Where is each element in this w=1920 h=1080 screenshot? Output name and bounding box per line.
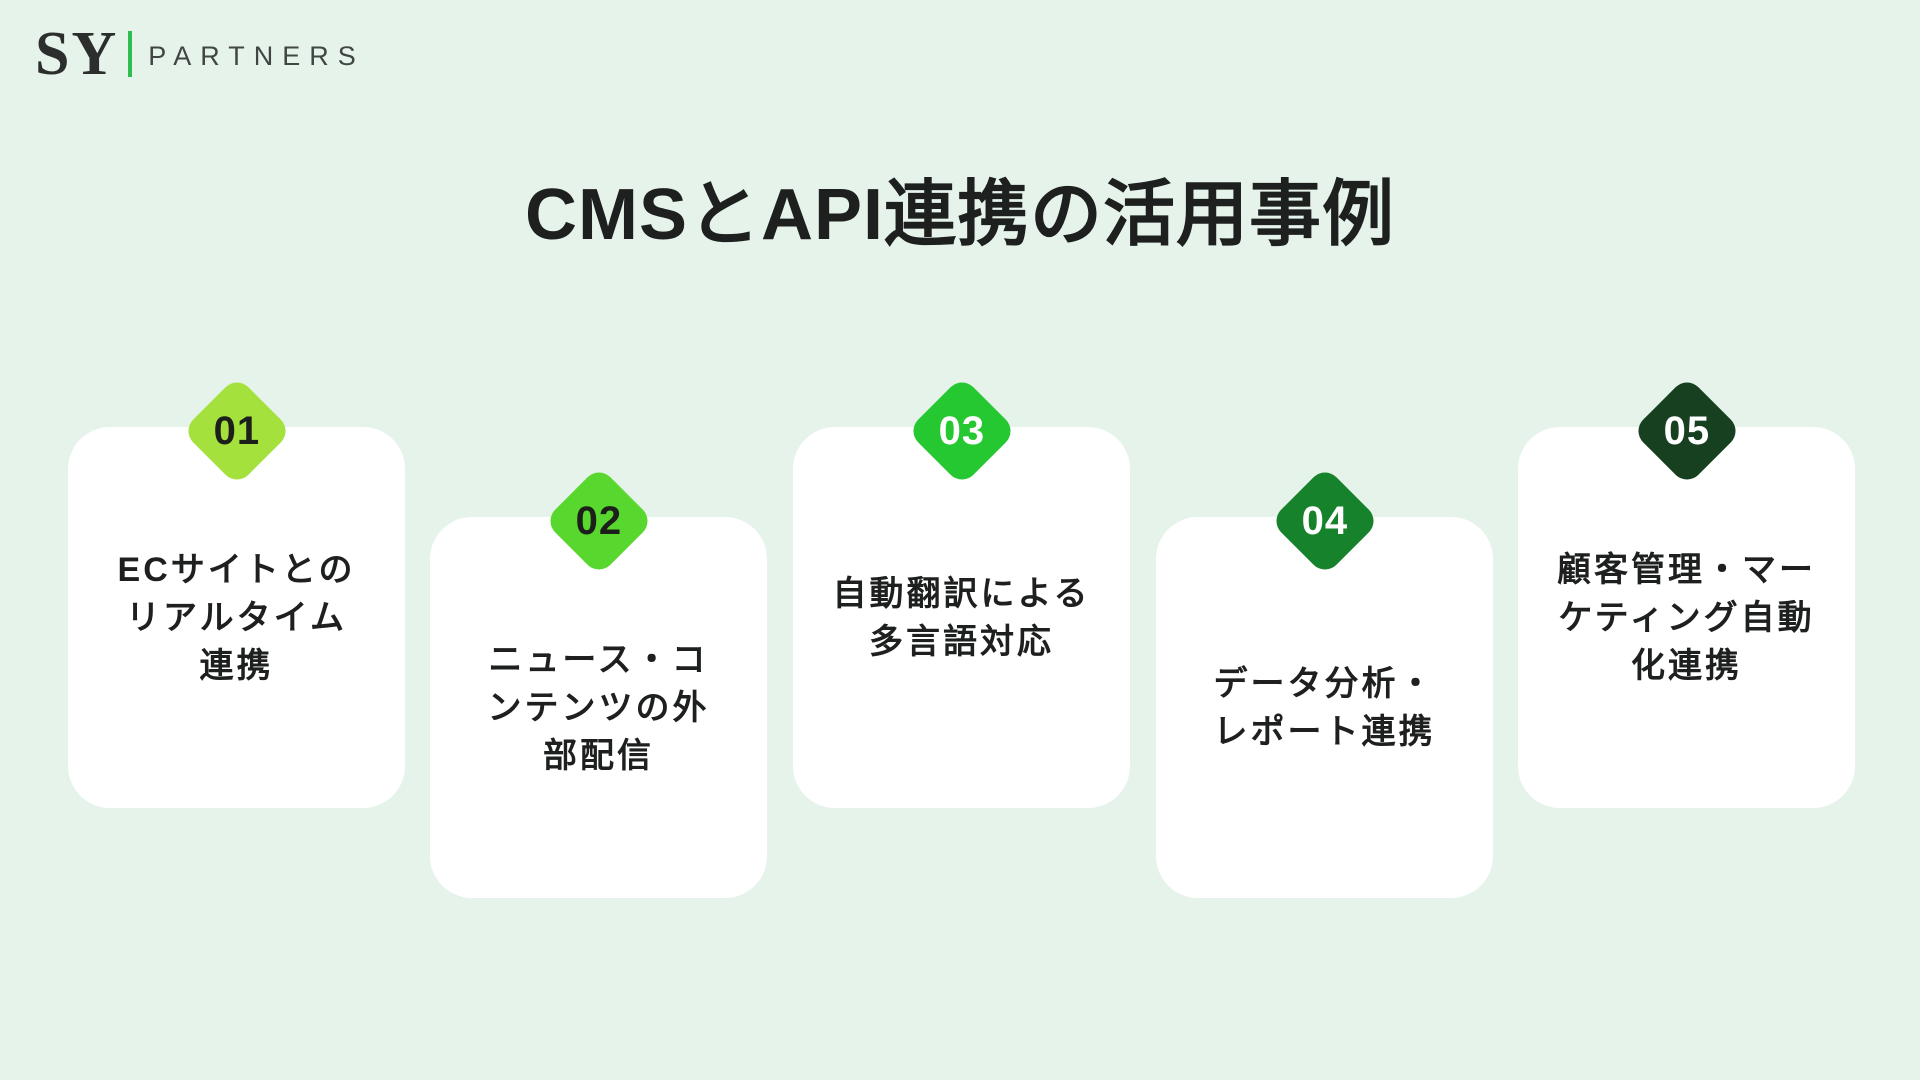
card-4-text: データ分析・ レポート連携 [1213,664,1436,751]
logo-divider [128,31,133,77]
logo-partners-text: PARTNERS [148,40,365,71]
card-1-text: ECサイトとの リアルタイム 連携 [117,550,356,685]
card-5-text: 顧客管理・マー ケティング自動 化連携 [1557,550,1816,685]
card-3-text: 自動翻訳による 多言語対応 [832,574,1091,661]
usecase-card-3: 03 自動翻訳による 多言語対応 [793,375,1130,808]
card-2-text: ニュース・コ ンテンツの外 部配信 [487,640,710,775]
usecase-card-2: 02 ニュース・コ ンテンツの外 部配信 [430,465,767,898]
logo-sy-text: SY [35,20,119,88]
page-title: CMSとAPI連携の活用事例 [524,175,1396,255]
usecase-card-4: 04 データ分析・ レポート連携 [1156,465,1493,898]
logo: SY PARTNERS [35,20,365,88]
usecase-card-1: 01 ECサイトとの リアルタイム 連携 [68,375,405,808]
usecase-card-5: 05 顧客管理・マー ケティング自動 化連携 [1518,375,1855,808]
